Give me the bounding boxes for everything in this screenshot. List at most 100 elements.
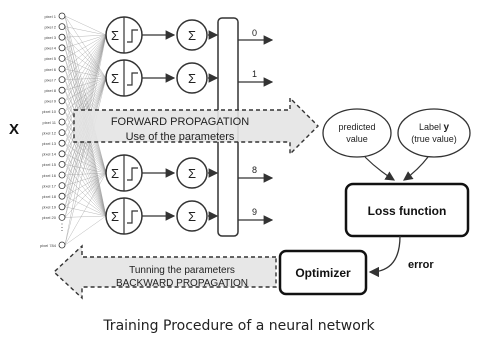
neuron-activation: Σ xyxy=(105,16,143,54)
input-node xyxy=(58,150,66,158)
input-pixel-label: pixel 1 xyxy=(44,14,56,19)
connection-line xyxy=(64,164,107,217)
input-node xyxy=(58,118,66,126)
input-node xyxy=(58,129,66,137)
backward-subtitle: BACKWARD PROPAGATION xyxy=(116,278,248,289)
input-node xyxy=(58,241,66,249)
diagram-caption: Training Procedure of a neural network xyxy=(103,318,375,334)
input-pixel-label: pixel 16 xyxy=(42,173,57,178)
output-label: 1 xyxy=(252,69,257,79)
connection-lines xyxy=(64,15,107,246)
connection-line xyxy=(64,143,107,174)
input-pixel-label: pixel 17 xyxy=(42,183,57,188)
connection-line xyxy=(64,153,107,217)
svg-text:value: value xyxy=(346,134,368,144)
connection-line xyxy=(64,206,107,217)
connection-line xyxy=(64,196,107,217)
connection-line xyxy=(64,100,107,217)
connection-line xyxy=(64,172,107,246)
svg-text:(true value): (true value) xyxy=(411,134,457,144)
predicted-value-node: predicted value xyxy=(322,108,392,158)
connection-line xyxy=(64,77,107,218)
connection-line xyxy=(64,34,107,144)
connection-line xyxy=(64,34,107,133)
connection-line xyxy=(64,77,107,207)
input-pixel-label: pixel 18 xyxy=(42,194,57,199)
error-arrow xyxy=(368,235,401,278)
output-label: 8 xyxy=(252,165,257,175)
svg-text:Label y: Label y xyxy=(419,122,450,133)
connection-line xyxy=(64,34,107,123)
svg-text:Σ: Σ xyxy=(111,28,119,43)
input-pixel-label: pixel 12 xyxy=(42,130,57,135)
error-label: error xyxy=(408,259,434,271)
connection-line xyxy=(64,172,107,207)
input-pixel-label: pixel 19 xyxy=(42,205,57,210)
optimizer-label: Optimizer xyxy=(295,266,351,280)
svg-text:Σ: Σ xyxy=(111,166,119,181)
input-node xyxy=(58,203,66,211)
input-node xyxy=(58,171,66,179)
connection-line xyxy=(64,37,107,79)
connection-line xyxy=(64,153,107,174)
connection-line xyxy=(64,164,107,174)
input-node xyxy=(58,12,66,20)
neuron-activation: Σ xyxy=(105,154,143,192)
input-node xyxy=(58,86,66,94)
input-pixel-label: pixel 10 xyxy=(42,109,57,114)
input-pixel-label: pixel 6 xyxy=(44,67,56,72)
input-node xyxy=(58,139,66,147)
connection-line xyxy=(64,174,107,217)
connection-line xyxy=(64,111,107,217)
forward-subtitle: Use of the parameters xyxy=(126,131,235,143)
connection-line xyxy=(64,34,107,38)
connection-line xyxy=(64,34,107,112)
connection-line xyxy=(64,172,107,186)
connection-line xyxy=(64,132,107,217)
hidden-layer-1: Σ Σ Σ Σ xyxy=(105,16,143,235)
connection-line xyxy=(64,34,107,70)
connection-line xyxy=(64,77,107,246)
connection-line xyxy=(64,34,107,80)
connection-line xyxy=(64,132,107,174)
svg-text:Σ: Σ xyxy=(188,28,196,43)
connection-line xyxy=(64,15,107,79)
forward-title: FORWARD PROPAGATION xyxy=(111,116,249,128)
input-node xyxy=(58,65,66,73)
input-pixel-label: pixel 13 xyxy=(42,141,57,146)
neuron-activation: Σ xyxy=(105,197,143,235)
loss-function-label: Loss function xyxy=(368,204,447,218)
input-pixel-label: pixel 784 xyxy=(40,243,57,248)
connection-line xyxy=(64,34,107,165)
input-node xyxy=(58,23,66,31)
input-pixel-label: pixel 7 xyxy=(44,77,56,82)
input-pixel-label: pixel 2 xyxy=(44,24,56,29)
to-loss-arrows xyxy=(364,156,429,181)
input-node xyxy=(58,108,66,115)
input-node xyxy=(58,44,66,52)
connection-line xyxy=(64,34,107,154)
output-label: 0 xyxy=(252,28,257,38)
output-arrows xyxy=(238,35,274,225)
svg-text:predicted: predicted xyxy=(338,122,375,132)
svg-text:Σ: Σ xyxy=(188,209,196,224)
input-ellipsis: ⋮ xyxy=(58,222,67,232)
backward-title: Tunning the parameters xyxy=(129,265,235,276)
backward-propagation-arrow: Tunning the parameters BACKWARD PROPAGAT… xyxy=(52,244,277,300)
connection-line xyxy=(64,121,107,217)
input-pixel-label: pixel 20 xyxy=(42,215,57,220)
hidden-layer-2: Σ Σ Σ Σ xyxy=(176,19,208,232)
input-pixel-label: pixel 8 xyxy=(44,88,56,93)
layer-arrows xyxy=(142,30,219,221)
connection-line xyxy=(64,143,107,217)
connection-line xyxy=(64,185,107,217)
input-node xyxy=(58,182,66,190)
forward-propagation-arrow: FORWARD PROPAGATION Use of the parameter… xyxy=(73,96,319,156)
input-node xyxy=(58,33,66,41)
neuron-sum xyxy=(176,19,208,51)
input-node xyxy=(58,213,66,221)
true-label-node: Label y (true value) xyxy=(397,108,471,158)
connection-line xyxy=(64,47,107,79)
